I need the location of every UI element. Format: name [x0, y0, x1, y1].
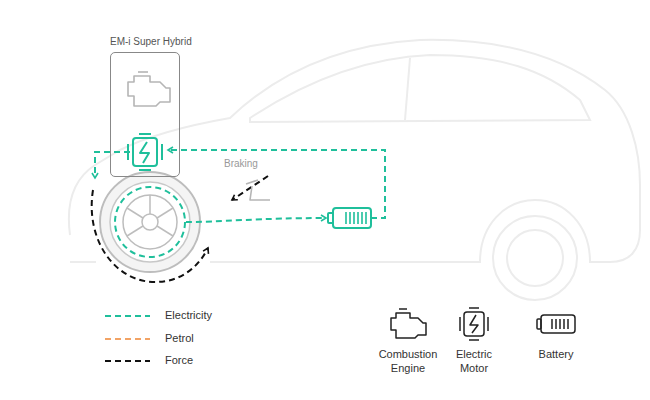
front-wheel [100, 172, 200, 272]
unit-outline [110, 52, 180, 177]
electric-motor-icon [128, 134, 162, 170]
combustion-engine-icon [128, 72, 170, 106]
brake-pedal-icon [246, 180, 270, 200]
flow-lines [92, 150, 385, 282]
unit-heading: EM-i Super Hybrid [110, 36, 192, 47]
car-outline [69, 40, 640, 300]
legend-text: Electric Motor [444, 348, 504, 376]
legend-text: Petrol [165, 332, 194, 346]
legend-text: Electricity [165, 309, 212, 323]
battery-icon [328, 208, 371, 228]
hybrid-unit-box: EM-i Super Hybrid [110, 36, 192, 175]
legend-text: Combustion Engine [373, 348, 443, 376]
legend-samples [105, 316, 150, 361]
annotation-label: Braking [224, 158, 258, 171]
legend-text: Battery [526, 348, 586, 362]
legend-icons [391, 308, 575, 340]
legend-text: Force [165, 354, 193, 368]
